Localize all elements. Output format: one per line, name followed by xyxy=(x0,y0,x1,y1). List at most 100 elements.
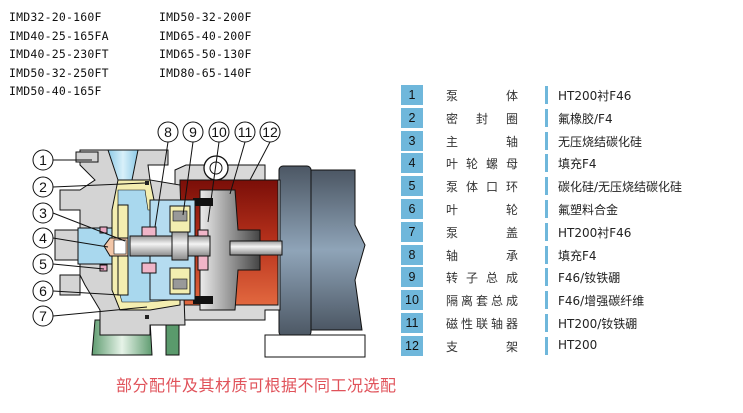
part-name-char: 联 xyxy=(475,316,488,331)
model-number: IMD40-25-165FA xyxy=(9,28,109,43)
part-name: 主轴 xyxy=(446,133,518,150)
svg-text:12: 12 xyxy=(262,124,278,140)
bracket-foot xyxy=(165,324,180,356)
part-name-char: 性 xyxy=(460,316,473,331)
column-divider xyxy=(545,222,548,241)
pump-cross-section-diagram: 1 2 3 4 5 6 7 xyxy=(32,121,366,358)
part-material: HT200衬F46 xyxy=(558,89,632,103)
part-material: 填充F4 xyxy=(558,248,597,263)
callouts-left: 1 2 3 4 5 6 7 xyxy=(32,149,148,327)
part-name-char: 体 xyxy=(505,89,518,103)
svg-text:7: 7 xyxy=(39,308,47,324)
column-divider xyxy=(545,313,548,332)
part-material: 填充F4 xyxy=(558,157,597,172)
svg-text:11: 11 xyxy=(238,124,253,140)
part-name: 轴承 xyxy=(446,247,518,264)
main-shaft xyxy=(129,235,211,257)
model-number: IMD32-20-160F xyxy=(9,10,102,24)
part-name-char: 成 xyxy=(505,294,518,309)
part-name: 支架 xyxy=(446,338,518,355)
part-name: 叶轮 xyxy=(446,201,518,218)
part-name-char: 隔 xyxy=(446,294,459,309)
column-divider xyxy=(545,245,548,264)
column-divider xyxy=(545,199,548,218)
column-divider xyxy=(545,336,548,355)
svg-text:1: 1 xyxy=(39,152,47,168)
part-material: HT200 xyxy=(558,337,598,352)
suction-flange xyxy=(75,151,99,163)
part-name-char: 轴 xyxy=(446,248,459,263)
part-number-badge: 8 xyxy=(401,244,423,265)
column-divider xyxy=(545,108,548,127)
part-name-char: 支 xyxy=(446,339,459,354)
motor-flange xyxy=(278,165,312,337)
part-name-char: 轮 xyxy=(465,157,478,172)
part-name-char: 环 xyxy=(505,180,518,195)
part-name-char: 封 xyxy=(475,111,488,126)
svg-text:2: 2 xyxy=(39,179,47,195)
part-name-char: 总 xyxy=(490,294,503,309)
parts-table-row: 3 主轴 无压烧结碳化硅 xyxy=(401,130,741,153)
part-number-badge: 3 xyxy=(401,130,423,151)
seal-ring xyxy=(145,181,149,185)
part-name-char: 泵 xyxy=(446,180,459,195)
part-number-badge: 10 xyxy=(401,290,423,311)
motor-shaft xyxy=(229,240,283,256)
part-name-char: 圈 xyxy=(505,111,518,126)
callout-2: 2 xyxy=(32,176,146,198)
model-number: IMD40-25-230FT xyxy=(9,47,109,61)
part-name-char: 套 xyxy=(475,294,488,309)
model-number: IMD50-40-165F xyxy=(9,84,102,98)
model-number: IMD50-32-200F xyxy=(159,10,252,24)
part-number-badge: 5 xyxy=(401,176,423,197)
svg-text:3: 3 xyxy=(39,205,47,221)
column-divider xyxy=(545,268,548,287)
model-number: IMD65-50-130F xyxy=(159,47,252,61)
parts-table-row: 1 泵 体 HT200衬F46 xyxy=(401,84,741,107)
callout-9: 9 xyxy=(182,121,204,216)
part-number-badge: 11 xyxy=(401,312,423,333)
part-name-char: 螺 xyxy=(485,157,498,172)
part-name-char: 器 xyxy=(505,316,518,331)
svg-text:5: 5 xyxy=(39,256,47,272)
part-number-badge: 1 xyxy=(401,85,423,105)
model-number: IMD50-32-250FT xyxy=(9,65,109,80)
model-list-column-1: IMD32-20-160F IMD40-25-165FA IMD40-25-230F… xyxy=(9,8,109,101)
part-name-char: 密 xyxy=(446,111,459,126)
part-name-char: 子 xyxy=(465,271,478,286)
callout-12: 12 xyxy=(249,121,281,181)
column-divider xyxy=(545,131,548,150)
svg-text:8: 8 xyxy=(164,124,172,140)
part-name: 转子总成 xyxy=(446,269,518,286)
callout-11: 11 xyxy=(229,121,256,195)
part-name: 叶轮螺母 xyxy=(446,155,518,172)
part-material: HT200衬F46 xyxy=(558,225,632,240)
part-name-char: 口 xyxy=(485,180,498,195)
part-material: F46/增强碳纤维 xyxy=(558,294,645,309)
model-number: IMD65-40-200F xyxy=(159,28,252,43)
column-divider xyxy=(545,154,548,173)
part-name-char: 轮 xyxy=(505,202,518,217)
part-material: 碳化硅/无压烧结碳化硅 xyxy=(558,180,683,195)
part-number-badge: 2 xyxy=(401,107,423,128)
part-name-char: 成 xyxy=(505,271,518,286)
part-material: 氟橡胶/F4 xyxy=(558,111,613,126)
bearing-rear xyxy=(141,262,157,274)
part-material: 无压烧结碳化硅 xyxy=(558,134,643,149)
shaft-sleeve xyxy=(171,231,189,261)
part-name-char: 主 xyxy=(446,134,459,149)
part-name: 隔离套总成 xyxy=(446,292,518,309)
part-name-char: 体 xyxy=(465,180,478,195)
parts-table-row: 5 泵体口环 碳化硅/无压烧结碳化硅 xyxy=(401,175,741,198)
part-name-char: 叶 xyxy=(446,202,459,217)
part-name-char: 泵 xyxy=(446,89,459,103)
part-name-char: 承 xyxy=(505,248,518,263)
